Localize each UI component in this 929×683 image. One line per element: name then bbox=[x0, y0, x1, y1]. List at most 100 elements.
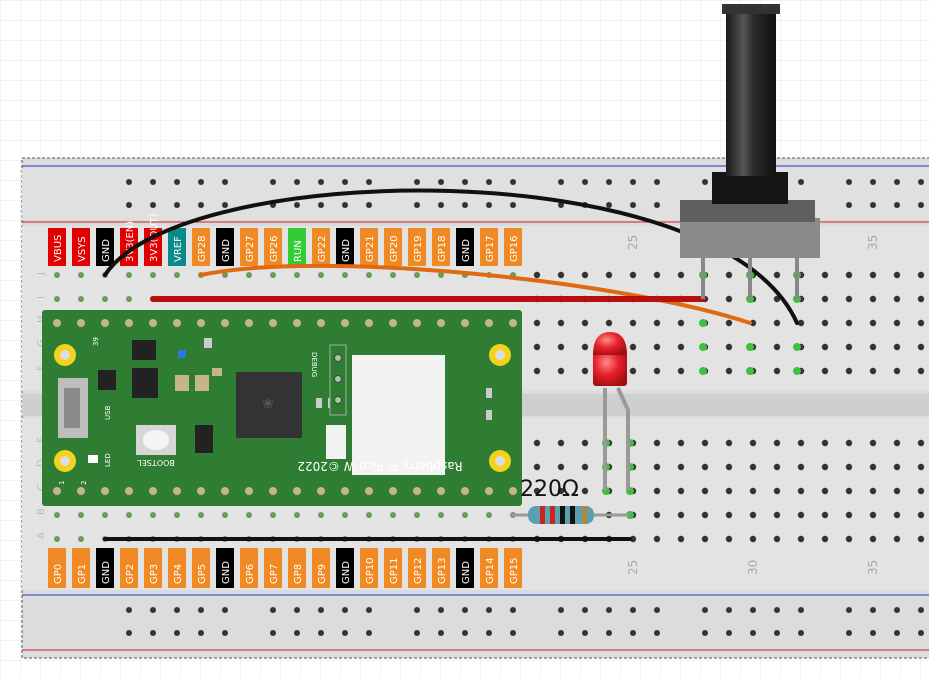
breadboard-hole bbox=[725, 319, 733, 327]
rail-hole bbox=[606, 179, 612, 185]
pin-label: GP5 bbox=[197, 564, 208, 584]
breadboard-hole bbox=[581, 367, 589, 375]
column-marker-35-bottom: 35 bbox=[866, 560, 880, 575]
breadboard-hole bbox=[366, 272, 372, 278]
rail-hole bbox=[894, 630, 900, 636]
pin-label: GP4 bbox=[173, 564, 184, 584]
breadboard-hole bbox=[917, 343, 925, 351]
breadboard-hole bbox=[126, 296, 132, 302]
breadboard-hole bbox=[102, 296, 108, 302]
pin-label-bg bbox=[264, 548, 282, 588]
rail-hole bbox=[318, 179, 324, 185]
connected-hole bbox=[699, 343, 707, 351]
breadboard-hole bbox=[414, 272, 420, 278]
crystal bbox=[175, 375, 189, 391]
orange-wire-gp28-to-pot[interactable] bbox=[199, 263, 752, 325]
breadboard-hole bbox=[917, 439, 925, 447]
pin-label-bg bbox=[504, 228, 522, 266]
row-letter: C bbox=[36, 484, 47, 491]
led-leg-anode bbox=[616, 387, 630, 490]
breadboard-hole bbox=[78, 536, 84, 542]
breadboard-hole bbox=[845, 343, 853, 351]
pico-castellations bbox=[51, 310, 519, 495]
mount-hole-center bbox=[495, 350, 505, 360]
pin-pad-gold bbox=[53, 487, 61, 495]
rail-hole bbox=[126, 179, 132, 185]
smd-chip bbox=[132, 340, 156, 360]
breadboard-hole bbox=[533, 487, 541, 495]
breadboard-hole bbox=[653, 343, 661, 351]
pin-pad-gold bbox=[341, 319, 349, 327]
breadboard-hole bbox=[629, 271, 637, 279]
rail-hole bbox=[510, 607, 516, 613]
breadboard-hole bbox=[773, 535, 781, 543]
breadboard-hole bbox=[773, 439, 781, 447]
pin-label-bg bbox=[264, 228, 282, 266]
pot-knob-top[interactable] bbox=[722, 4, 780, 14]
rail-hole bbox=[630, 607, 636, 613]
rail-hole bbox=[462, 607, 468, 613]
breadboard-hole bbox=[390, 272, 396, 278]
breadboard-hole bbox=[797, 463, 805, 471]
breadboard-hole bbox=[486, 512, 492, 518]
rail-hole bbox=[702, 179, 708, 185]
pin-pad-gold bbox=[437, 487, 445, 495]
resistor-band-black bbox=[570, 506, 575, 524]
pin-label-bg bbox=[312, 548, 330, 588]
rail-hole bbox=[510, 202, 516, 208]
rail-hole bbox=[294, 630, 300, 636]
pin-pad-gold bbox=[101, 319, 109, 327]
breadboard-hole bbox=[869, 463, 877, 471]
rail-hole bbox=[846, 630, 852, 636]
breadboard-hole bbox=[821, 271, 829, 279]
pin-pad-gold bbox=[341, 487, 349, 495]
smd-part bbox=[316, 398, 322, 408]
pin-pad-gold bbox=[125, 319, 133, 327]
black-wire-gnd-to-pot[interactable] bbox=[103, 188, 799, 325]
bootsel-button-cap[interactable] bbox=[143, 430, 169, 450]
breadboard-hole bbox=[438, 272, 444, 278]
pin-pad-gold bbox=[485, 487, 493, 495]
breadboard-hole bbox=[557, 463, 565, 471]
pin-label: GP7 bbox=[269, 564, 280, 584]
rail-hole bbox=[366, 202, 372, 208]
rail-hole bbox=[918, 607, 924, 613]
breadboard-hole bbox=[174, 512, 180, 518]
rail-hole bbox=[294, 202, 300, 208]
pot-knob-shaft[interactable] bbox=[726, 8, 776, 176]
flash-chip bbox=[132, 368, 158, 398]
rail-hole bbox=[918, 630, 924, 636]
breadboard-hole bbox=[869, 535, 877, 543]
connected-hole bbox=[699, 367, 707, 375]
breadboard-hole bbox=[749, 319, 757, 327]
pin-pad-gold bbox=[389, 487, 397, 495]
pin-label-bg bbox=[192, 548, 210, 588]
pin-pad-gold bbox=[317, 487, 325, 495]
breadboard-hole bbox=[653, 439, 661, 447]
pin-pad-gold bbox=[365, 319, 373, 327]
rail-hole bbox=[462, 202, 468, 208]
row-letter: G bbox=[36, 339, 47, 347]
pin-pad-gold bbox=[245, 487, 253, 495]
rail-hole bbox=[654, 179, 660, 185]
debug-label: DEBUG bbox=[310, 352, 318, 377]
breadboard-hole bbox=[725, 487, 733, 495]
led-dome bbox=[593, 332, 627, 355]
breadboard-hole bbox=[366, 512, 372, 518]
pin-label: GP11 bbox=[389, 557, 400, 584]
rail-hole bbox=[462, 630, 468, 636]
breadboard-hole bbox=[629, 319, 637, 327]
breadboard-hole bbox=[917, 367, 925, 375]
breadboard-hole bbox=[845, 319, 853, 327]
rail-hole bbox=[366, 607, 372, 613]
rail-hole bbox=[126, 630, 132, 636]
rail-hole bbox=[222, 179, 228, 185]
breadboard-hole bbox=[533, 271, 541, 279]
breadboard-hole bbox=[797, 511, 805, 519]
breadboard-hole bbox=[845, 535, 853, 543]
rp2040-chip bbox=[236, 372, 302, 438]
pin-pad-gold bbox=[317, 319, 325, 327]
resistor-band-gold bbox=[582, 506, 587, 524]
breadboard-hole bbox=[701, 439, 709, 447]
breadboard-hole bbox=[342, 272, 348, 278]
